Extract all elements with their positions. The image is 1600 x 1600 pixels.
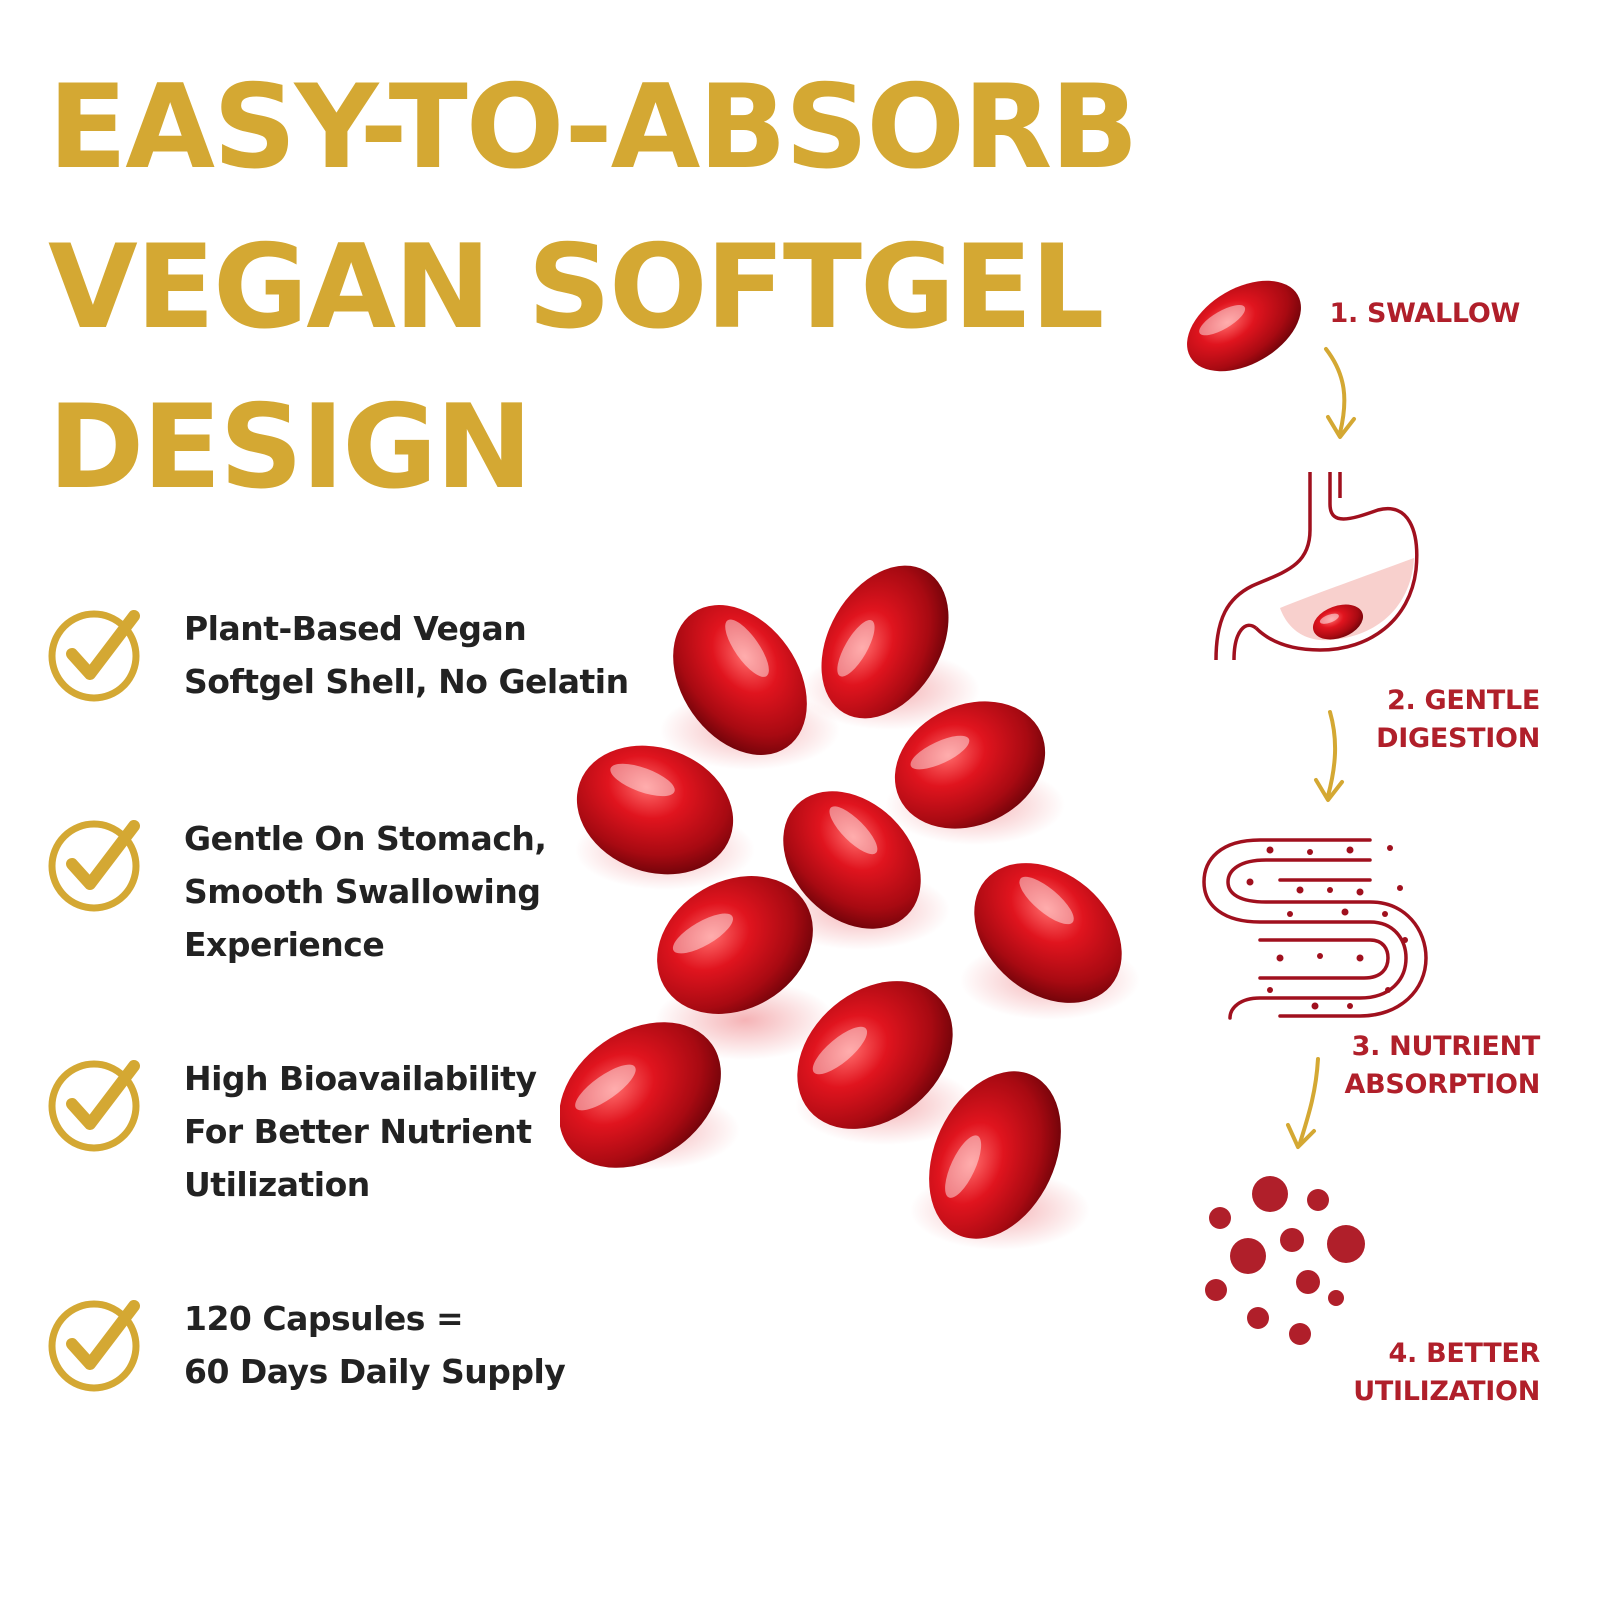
benefit-text-4: 120 Capsules =60 Days Daily Supply	[184, 1299, 566, 1391]
capsule-9	[797, 981, 953, 1129]
capsule-3	[894, 701, 1046, 829]
step-label-1: 1. SWALLOW	[1329, 298, 1520, 329]
check-circle-icon	[48, 1060, 140, 1152]
headline: EASY-TO-ABSORB VEGAN SOFTGEL DESIGN	[48, 48, 1168, 528]
capsule-10	[929, 1071, 1061, 1239]
absorption-process: 1. SWALLOW 2. GENTLE DIGESTION	[1160, 250, 1600, 1450]
step-label-2: 2. GENTLE DIGESTION	[1376, 685, 1540, 754]
check-circle-icon	[48, 820, 140, 912]
arrow-down-icon	[1324, 347, 1356, 439]
stomach-icon	[1214, 472, 1419, 661]
check-circle-icon	[48, 1300, 140, 1392]
arrow-down-icon	[1286, 1057, 1320, 1149]
step-label-4: 4. BETTER UTILIZATION	[1353, 1338, 1540, 1407]
nutrient-particles-icon	[1205, 1176, 1365, 1345]
capsule-4	[576, 745, 734, 875]
capsule-7	[657, 876, 813, 1014]
intestine-icon	[1202, 838, 1428, 1020]
arrow-down-icon	[1314, 710, 1344, 802]
capsule-1	[673, 605, 807, 755]
softgel-icon	[1187, 280, 1301, 372]
headline-line-3: DESIGN	[48, 380, 533, 515]
capsule-8	[560, 1022, 721, 1168]
headline-line-2: VEGAN SOFTGEL	[48, 220, 1104, 355]
softgel-capsules-image	[560, 565, 1140, 1250]
step-label-3: 3. NUTRIENT ABSORPTION	[1344, 1031, 1541, 1100]
benefit-item-4: 120 Capsules =60 Days Daily Supply	[44, 1290, 644, 1450]
capsule-2	[821, 565, 949, 719]
check-circle-icon	[48, 610, 140, 702]
capsule-6	[974, 863, 1122, 1003]
nutrient-dots	[1246, 845, 1408, 1010]
capsule-5	[783, 791, 921, 929]
headline-line-1: EASY-TO-ABSORB	[48, 60, 1139, 195]
